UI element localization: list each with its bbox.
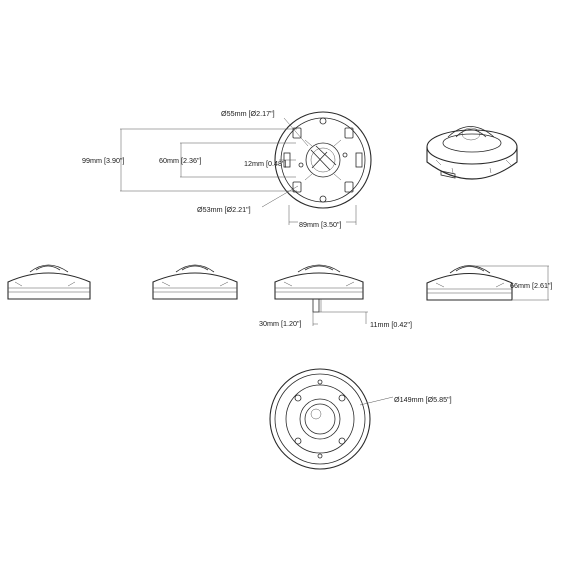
dim-vertical-inner: 60mm [2.36"] <box>159 156 202 165</box>
side-view-1 <box>7 264 91 300</box>
side-view-4 <box>426 265 549 301</box>
back-plate-dimension-lines <box>120 117 357 225</box>
isometric-view <box>426 126 518 180</box>
dim-slot-spacing: 12mm [0.48"] <box>244 159 287 168</box>
dim-cable-entry-width: 11mm [0.42"] <box>370 320 412 329</box>
dim-height: 66mm [2.61"] <box>510 281 553 290</box>
dim-inner-hole: Ø55mm [Ø2.17"] <box>221 109 275 118</box>
dim-horizontal: 89mm [3.50"] <box>299 220 342 229</box>
side-view-2 <box>152 264 238 300</box>
dim-cable-entry-height: 30mm [1.20"] <box>259 319 302 328</box>
dim-outer-diameter: Ø149mm [Ø5.85"] <box>394 395 452 404</box>
side-view-3 <box>274 264 368 326</box>
dim-bolt-circle: Ø53mm [Ø2.21"] <box>197 205 251 214</box>
dim-vertical-outer: 99mm [3.90"] <box>82 156 125 165</box>
front-view <box>269 368 394 470</box>
